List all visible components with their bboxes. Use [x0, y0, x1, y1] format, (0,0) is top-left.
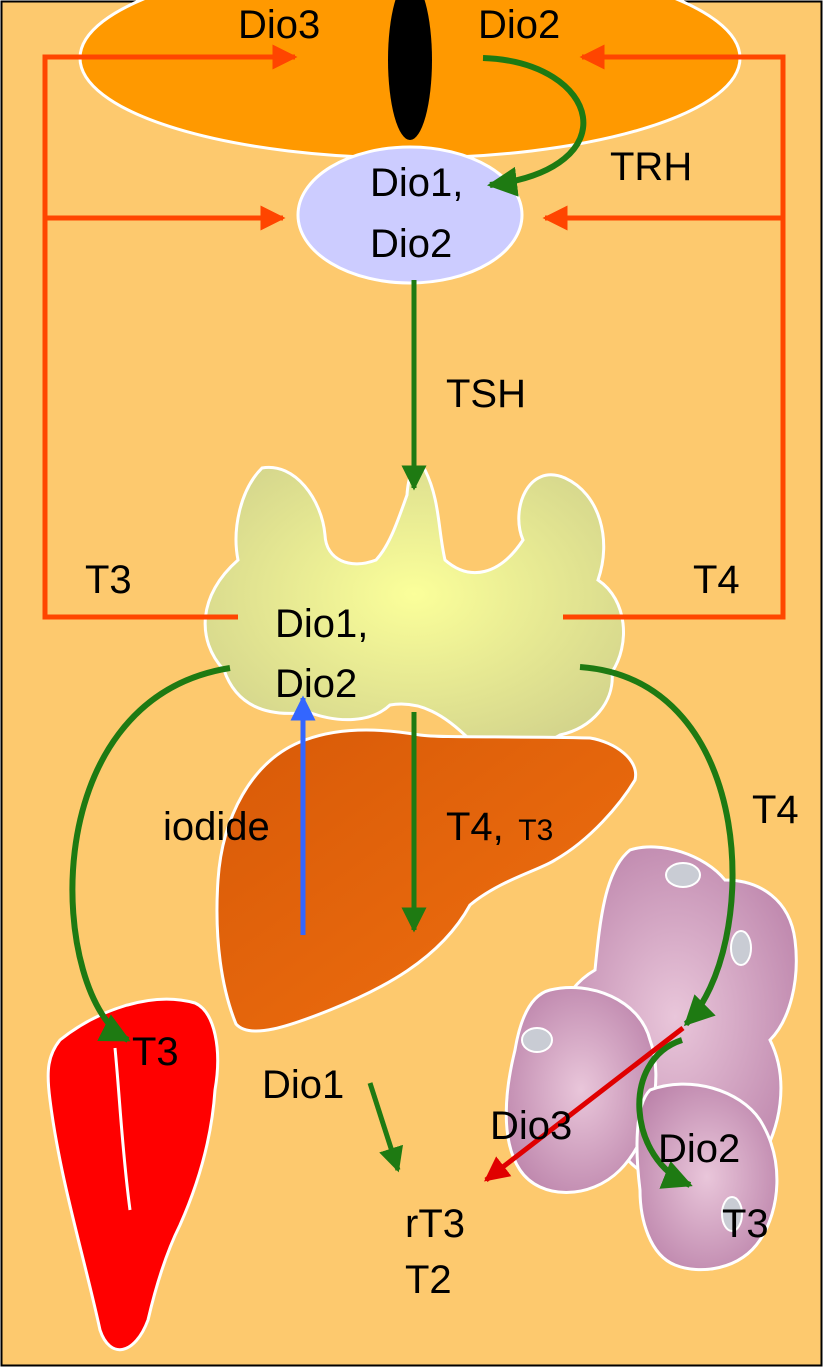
t2-label: T2: [405, 1258, 452, 1302]
t4-feedback-line: [563, 44, 786, 620]
hypothalamus-dio3-label: Dio3: [238, 3, 320, 47]
hypothalamus-dio2-label: Dio2: [478, 3, 560, 47]
trh-label: TRH: [610, 145, 692, 189]
cell-nucleus: [665, 862, 701, 888]
dio3-inactivation-arrow: [484, 1026, 685, 1182]
t3-feedback-line: [42, 44, 298, 620]
pituitary-shape: [296, 145, 524, 285]
rt3-label: rT3: [405, 1202, 465, 1246]
thyroid-t4-label: T4: [693, 558, 740, 602]
muscle-t3-label: T3: [722, 1202, 769, 1246]
pituitary-dio1-label: Dio1,: [370, 161, 463, 205]
liver-dio1-to-rt3-arrow: [367, 1082, 404, 1173]
thyroid-t3-label: T3: [85, 558, 132, 602]
t4-t3-small-text: T3: [518, 814, 553, 847]
heart-shape: [46, 997, 220, 1352]
t4-to-muscle-label: T4: [752, 788, 799, 832]
thyroid-gland-shape: [203, 465, 625, 751]
t4-to-muscle-arrow: [579, 664, 736, 1027]
t3-to-heart-arrow: [69, 665, 231, 1043]
heart-line: [113, 1047, 132, 1211]
muscle-dio3-label: Dio3: [490, 1104, 572, 1148]
muscle-tissue-group: [504, 845, 798, 1272]
t4-t3-label: T4, T3: [446, 805, 553, 849]
tsh-label: TSH: [446, 372, 526, 416]
heart-t3-label: T3: [132, 1030, 179, 1074]
third-ventricle-shape: [388, 0, 432, 140]
thyroid-dio1-label: Dio1,: [275, 602, 368, 646]
cell-nucleus: [521, 1027, 553, 1053]
muscle-dio2-label: Dio2: [658, 1127, 740, 1171]
muscle-cell-shape: [635, 1082, 779, 1272]
t4-t3-main-text: T4,: [446, 805, 504, 849]
trh-arrow: [482, 55, 587, 197]
pituitary-dio2-label: Dio2: [370, 222, 452, 266]
cell-nucleus: [721, 1196, 743, 1232]
cell-nucleus: [730, 930, 752, 966]
liver-shape: [215, 728, 638, 1033]
muscle-dio2-to-t3-arrow: [636, 1037, 693, 1189]
liver-dio1-label: Dio1: [262, 1063, 344, 1107]
thyroid-dio2-label: Dio2: [275, 662, 357, 706]
iodide-label: iodide: [163, 805, 270, 849]
